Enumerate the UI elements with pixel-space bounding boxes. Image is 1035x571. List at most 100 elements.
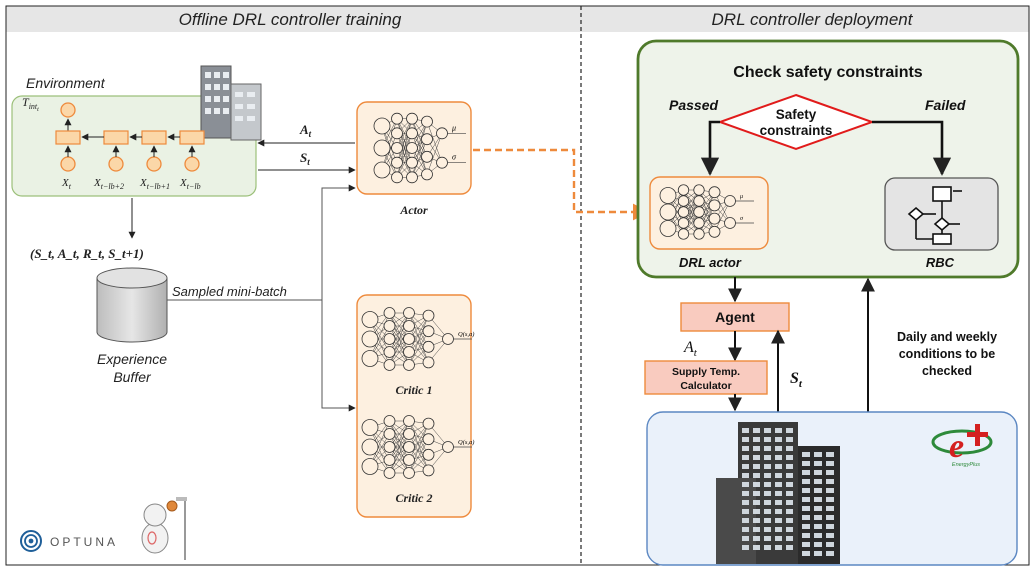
window bbox=[764, 446, 771, 451]
window bbox=[753, 473, 760, 478]
window bbox=[742, 428, 749, 433]
minibatch-to-actor bbox=[167, 184, 356, 301]
window bbox=[826, 533, 834, 538]
network-node bbox=[442, 441, 454, 453]
window bbox=[786, 455, 793, 460]
network-node bbox=[383, 441, 396, 453]
basketball-character-icon bbox=[141, 497, 187, 560]
network-node bbox=[406, 127, 418, 140]
window bbox=[826, 488, 834, 493]
window bbox=[775, 482, 782, 487]
window bbox=[814, 515, 822, 520]
window bbox=[764, 545, 771, 550]
network-node bbox=[422, 325, 435, 338]
window bbox=[764, 536, 771, 541]
network-node bbox=[677, 184, 690, 196]
window bbox=[775, 509, 782, 514]
network-output-label: Q(s,a) bbox=[458, 331, 474, 338]
window bbox=[764, 527, 771, 532]
window bbox=[753, 446, 760, 451]
network-node bbox=[708, 212, 721, 225]
window bbox=[814, 542, 822, 547]
actor-label: Actor bbox=[399, 203, 428, 217]
network-node bbox=[436, 127, 448, 140]
window bbox=[826, 452, 834, 457]
network-output-label: σ bbox=[740, 216, 744, 222]
network-node bbox=[422, 309, 435, 322]
network-node bbox=[361, 438, 379, 456]
transition-label: (S_t, A_t, R_t, S_t+1) bbox=[30, 246, 144, 261]
network-node bbox=[421, 168, 433, 181]
window bbox=[753, 464, 760, 469]
network-node bbox=[403, 441, 415, 453]
network-node bbox=[361, 311, 379, 328]
window bbox=[742, 500, 749, 505]
network-output-label: μ bbox=[451, 123, 456, 132]
window bbox=[742, 509, 749, 514]
input-label-3: Xt−lb bbox=[179, 177, 201, 191]
lstm-chain bbox=[55, 130, 205, 172]
network-node bbox=[677, 195, 690, 207]
window bbox=[775, 446, 782, 451]
window bbox=[814, 533, 822, 538]
window bbox=[786, 491, 793, 496]
header-bar bbox=[6, 6, 1029, 32]
network-node bbox=[677, 206, 690, 218]
window bbox=[786, 482, 793, 487]
passed-arrow bbox=[700, 120, 720, 176]
network-node bbox=[383, 307, 396, 319]
energyplus-logo-icon: e bbox=[931, 424, 993, 465]
window bbox=[753, 428, 760, 433]
window bbox=[786, 545, 793, 550]
network-node bbox=[403, 415, 415, 427]
network-node bbox=[422, 356, 435, 369]
state-label: St bbox=[300, 150, 310, 167]
window bbox=[802, 551, 810, 556]
network-node bbox=[421, 150, 433, 163]
network-node bbox=[361, 419, 379, 436]
input-label-0: Xt bbox=[61, 177, 72, 191]
network-node bbox=[373, 139, 391, 157]
network-node bbox=[677, 228, 690, 240]
network-node bbox=[659, 203, 677, 221]
window bbox=[786, 500, 793, 505]
window bbox=[775, 500, 782, 505]
network-node bbox=[693, 206, 705, 218]
window bbox=[753, 527, 760, 532]
window bbox=[742, 518, 749, 523]
window bbox=[802, 452, 810, 457]
window bbox=[753, 509, 760, 514]
network-node bbox=[403, 428, 415, 440]
network-node bbox=[383, 346, 396, 358]
network-node bbox=[406, 156, 418, 169]
window bbox=[775, 545, 782, 550]
window bbox=[753, 455, 760, 460]
minibatch-to-critic bbox=[321, 300, 356, 412]
window bbox=[786, 464, 793, 469]
critic2-network-icon: Q(s,a) bbox=[361, 415, 474, 479]
window bbox=[775, 527, 782, 532]
safety-check-title: Check safety constraints bbox=[733, 64, 923, 81]
supply-temp-box bbox=[644, 360, 768, 395]
network-node bbox=[383, 428, 396, 440]
network-node bbox=[708, 199, 721, 212]
experience-buffer-cylinder bbox=[96, 267, 168, 343]
window bbox=[764, 455, 771, 460]
network-node bbox=[708, 186, 721, 199]
lstm-cell bbox=[179, 130, 205, 145]
window bbox=[786, 428, 793, 433]
network-node bbox=[422, 464, 435, 477]
window bbox=[814, 452, 822, 457]
network-node bbox=[403, 307, 415, 319]
window bbox=[826, 470, 834, 475]
network-node bbox=[403, 346, 415, 358]
network-node bbox=[403, 454, 415, 466]
drl-actor-network-icon: μσ bbox=[659, 184, 754, 240]
window bbox=[764, 518, 771, 523]
window bbox=[802, 506, 810, 511]
window bbox=[753, 491, 760, 496]
safety-constraints-diamond bbox=[717, 93, 875, 151]
window bbox=[786, 437, 793, 442]
window bbox=[786, 518, 793, 523]
window bbox=[742, 455, 749, 460]
